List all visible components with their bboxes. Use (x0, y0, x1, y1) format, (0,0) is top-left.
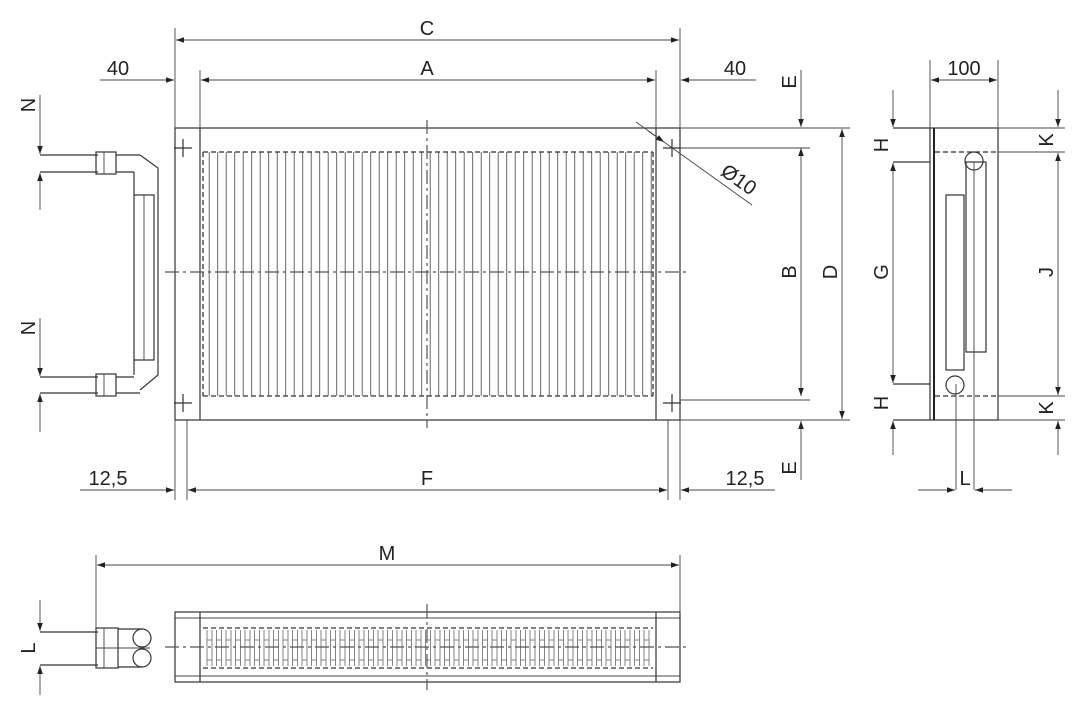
mounting-hole-br (663, 394, 681, 412)
dim-label-k-bottom: K (1036, 401, 1058, 415)
dim-label-40-right: 40 (724, 58, 746, 80)
dim-label-m: M (379, 543, 396, 565)
dim-label-l-bottom: L (18, 642, 40, 653)
dim-label-12-5-right: 12,5 (726, 468, 765, 490)
dim-label-12-5-left: 12,5 (89, 468, 128, 490)
side-view (893, 127, 999, 490)
dim-label-e-bottom: E (779, 461, 801, 474)
dim-label-e-top: E (779, 75, 801, 88)
front-view (165, 120, 690, 428)
dim-label-d: D (820, 265, 842, 279)
dim-label-h-bottom: H (871, 396, 893, 410)
dim-label-k-top: K (1036, 133, 1058, 147)
dim-label-j: J (1036, 267, 1058, 277)
dim-label-a: A (420, 58, 434, 80)
dim-label-40-left: 40 (107, 58, 129, 80)
dim-label-n-bottom: N (18, 321, 40, 335)
dimension-lines (37, 28, 1065, 695)
dim-label-c: C (420, 18, 434, 40)
dim-label-h-top: H (871, 138, 893, 152)
finned-core (203, 152, 653, 396)
dim-label-hole-diameter: Ø10 (717, 160, 761, 200)
dim-label-g: G (871, 264, 893, 280)
bottom-view (40, 604, 690, 690)
dim-label-f: F (421, 468, 433, 490)
mounting-hole-tl (174, 139, 192, 157)
pipe-section-bottom (945, 375, 965, 395)
dim-label-b: B (779, 265, 801, 278)
dim-label-n-top: N (18, 98, 40, 112)
dim-label-100: 100 (947, 58, 980, 80)
fin-profile (203, 630, 653, 666)
dim-label-l-side: L (959, 468, 970, 490)
header-pipe-left (40, 151, 159, 397)
mounting-hole-bl (174, 394, 192, 412)
